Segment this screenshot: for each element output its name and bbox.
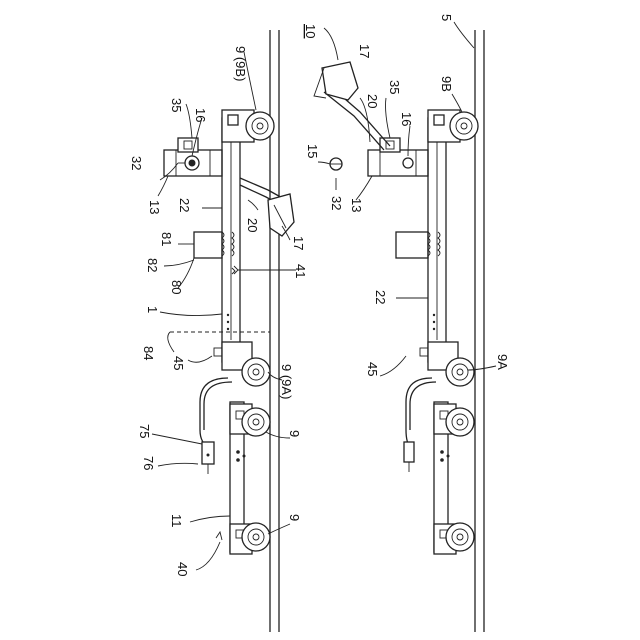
- label-5: 5: [439, 14, 454, 21]
- label-20a: 20: [365, 94, 380, 108]
- label-41: 41: [293, 264, 308, 278]
- label-16a: 16: [193, 108, 208, 122]
- label-45b: 45: [365, 362, 380, 376]
- label-22a: 22: [177, 198, 192, 212]
- part-16-right: [403, 158, 413, 168]
- label-9a: 9A: [495, 354, 510, 370]
- label-9-b: 9: [287, 514, 302, 521]
- label-32b: 32: [129, 156, 144, 170]
- label-75: 75: [137, 424, 152, 438]
- label-1: 1: [145, 306, 160, 313]
- label-9-a: 9: [287, 430, 302, 437]
- label-45a: 45: [171, 356, 186, 370]
- label-32a: 32: [329, 196, 344, 210]
- label-76: 76: [141, 456, 156, 470]
- label-40: 40: [175, 562, 190, 576]
- label-16b: 16: [399, 112, 414, 126]
- label-9b-left: 9 (9B): [233, 46, 248, 81]
- controller-75-left: [202, 442, 214, 464]
- label-9b-right: 9B: [439, 76, 454, 92]
- label-17b: 17: [291, 236, 306, 250]
- wheel-9b-left: [246, 112, 274, 140]
- label-35a: 35: [169, 98, 184, 112]
- label-15: 15: [305, 144, 320, 158]
- label-20b: 20: [245, 218, 260, 232]
- controller-right: [404, 442, 414, 462]
- wheel-9a-left: [242, 358, 270, 386]
- label-13b: 13: [349, 198, 364, 212]
- label-35b: 35: [387, 80, 402, 94]
- leader-lines: [152, 22, 496, 570]
- label-13a: 13: [147, 200, 162, 214]
- label-17a: 17: [357, 44, 372, 58]
- bracket-13-right: [368, 150, 428, 176]
- left-assembly: [164, 110, 294, 554]
- label-82: 82: [145, 258, 160, 272]
- wheel-9b-right: [450, 112, 478, 140]
- label-80: 80: [169, 280, 184, 294]
- label-84: 84: [141, 346, 156, 360]
- pedal-17-right: [322, 62, 358, 100]
- label-81: 81: [159, 232, 174, 246]
- reference-labels: 10 5 17 35 9 (9B) 35 16 20 9B 16 15 32 1…: [129, 14, 510, 576]
- bellows-80-left: [194, 232, 222, 258]
- block-35-right: [380, 138, 400, 152]
- wheel-9a-right: [446, 358, 474, 386]
- right-assembly: [314, 62, 478, 554]
- label-9-9a: 9 (9A): [279, 364, 294, 399]
- pedal-17-left: [268, 194, 294, 236]
- label-10: 10: [303, 24, 318, 38]
- label-11: 11: [169, 514, 184, 528]
- label-22b: 22: [373, 290, 388, 304]
